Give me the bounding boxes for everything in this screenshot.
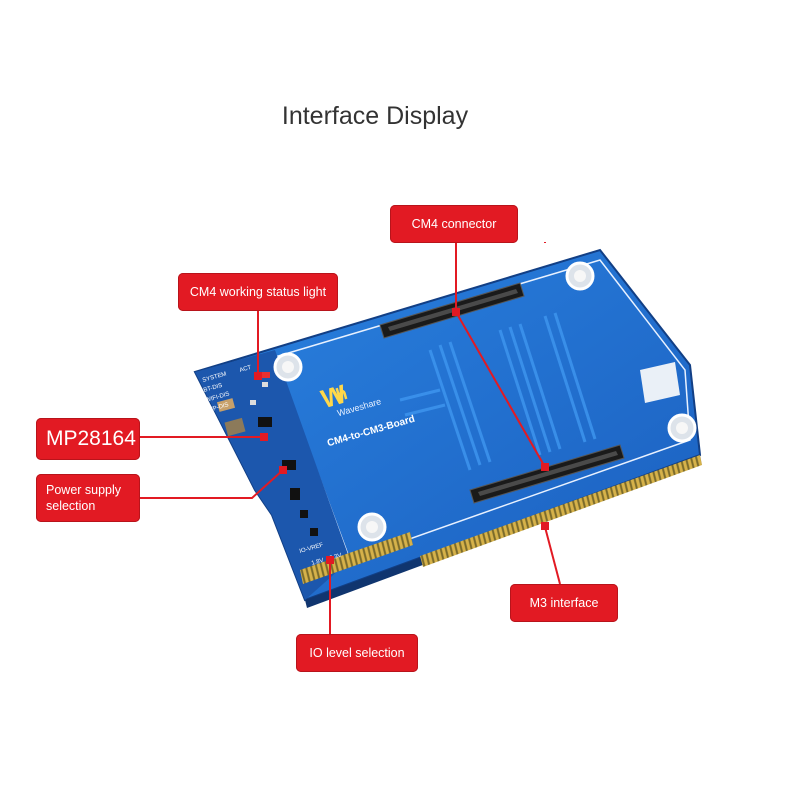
callout-mp28164: MP28164 xyxy=(36,418,140,460)
leader-markers xyxy=(254,308,549,564)
gold-fingers-right xyxy=(420,455,702,567)
silk-3v3: 3.3V xyxy=(329,553,343,562)
callout-m3-interface: M3 interface xyxy=(510,584,618,622)
smd-components xyxy=(216,372,318,536)
leader-lines xyxy=(140,242,561,634)
silk-bt-dis: BT-DIS xyxy=(203,383,223,394)
mounting-holes xyxy=(273,261,697,542)
svg-text:h: h xyxy=(333,383,349,405)
silk-act: ACT xyxy=(239,365,253,374)
cm4-connector-bottom xyxy=(469,444,625,504)
callout-cm4-status-light: CM4 working status light xyxy=(178,273,338,311)
silk-1v8: 1.8V xyxy=(311,558,325,567)
silk-wp-dis: WP-DIS xyxy=(207,402,229,414)
callout-io-level-selection: IO level selection xyxy=(296,634,418,672)
gold-fingers-left xyxy=(300,532,413,584)
page-title: Interface Display xyxy=(281,102,469,130)
pcb-traces xyxy=(399,312,597,471)
component-strip xyxy=(195,350,350,600)
callout-power-supply-selection: Power supply selection xyxy=(36,474,140,522)
callout-cm4-connector: CM4 connector xyxy=(390,205,518,243)
